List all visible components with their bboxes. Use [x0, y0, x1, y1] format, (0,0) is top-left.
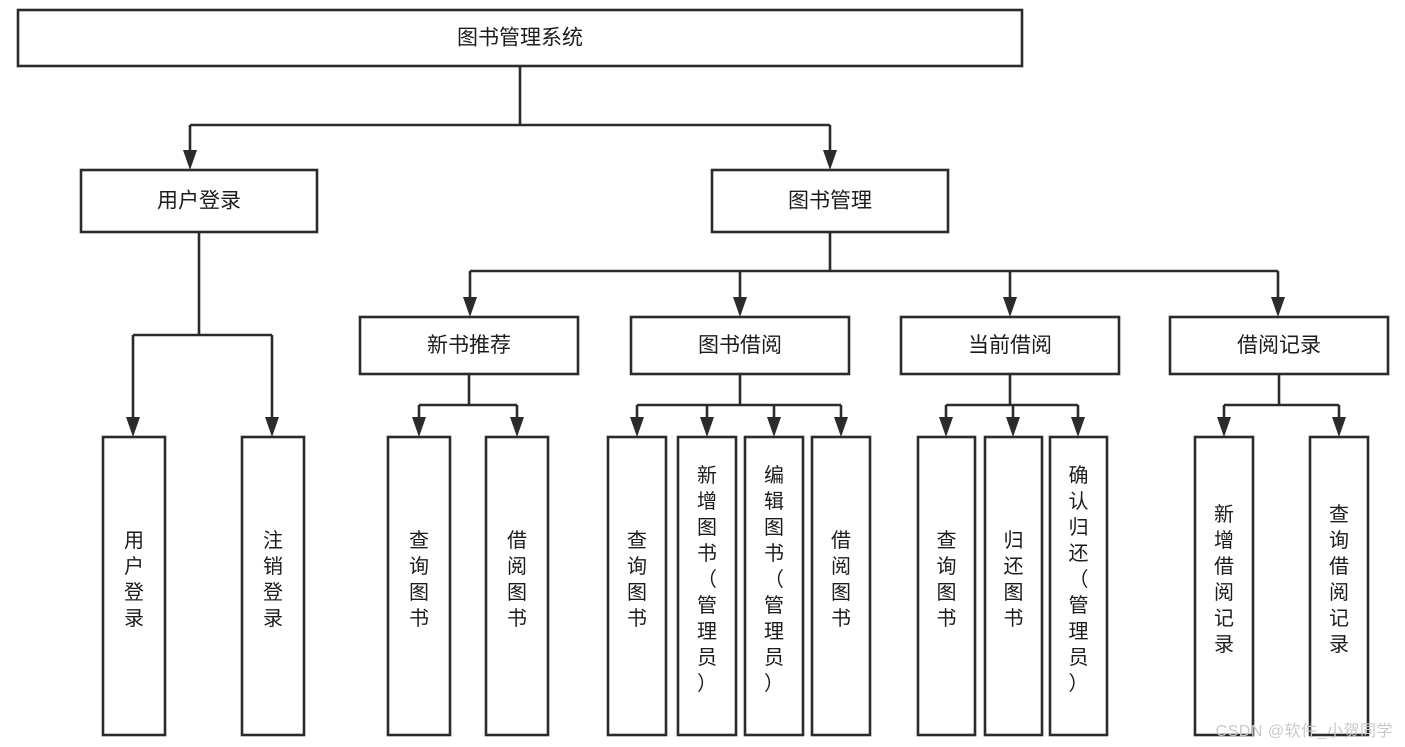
node-box[interactable]: [358, 315, 580, 376]
node-box[interactable]: [810, 435, 872, 737]
node-label: 注销登录: [263, 529, 283, 630]
node-box[interactable]: [16, 8, 1024, 68]
node-leaf-query-books-current[interactable]: 查询图书: [916, 435, 977, 737]
node-box[interactable]: [710, 168, 950, 234]
node-label: 查询借阅记录: [1329, 503, 1349, 656]
node-leaf-borrow-books-recommend[interactable]: 借阅图书: [484, 435, 550, 737]
arrowhead-icon: [1071, 417, 1085, 437]
node-label: 查询图书: [409, 529, 429, 630]
arrowhead-icon: [1217, 417, 1231, 437]
node-current-borrow[interactable]: 当前借阅: [899, 315, 1121, 376]
node-label: 确认归还（管理员）: [1069, 464, 1089, 695]
node-user-login[interactable]: 用户登录: [79, 168, 319, 234]
node-label: 用户登录: [124, 530, 144, 630]
node-label: 借阅图书: [831, 529, 851, 630]
node-leaf-edit-book[interactable]: 编辑图书（管理员）: [743, 435, 805, 737]
node-new-book-recommend[interactable]: 新书推荐: [358, 315, 580, 376]
arrowhead-icon: [767, 417, 781, 437]
node-borrow-records[interactable]: 借阅记录: [1168, 315, 1390, 376]
arrowhead-icon: [834, 417, 848, 437]
arrowhead-icon: [183, 150, 197, 170]
node-root[interactable]: 图书管理系统: [16, 8, 1024, 68]
node-leaf-user-login[interactable]: 用户登录: [101, 435, 167, 737]
node-box[interactable]: [916, 435, 977, 737]
arrowhead-icon: [939, 417, 953, 437]
arrowhead-icon: [463, 297, 477, 317]
node-label: 查询图书: [937, 529, 957, 630]
node-label: 归还图书: [1004, 529, 1024, 630]
node-box[interactable]: [1048, 435, 1109, 737]
node-leaf-confirm-return[interactable]: 确认归还（管理员）: [1048, 435, 1109, 737]
node-book-management[interactable]: 图书管理: [710, 168, 950, 234]
node-leaf-borrow-book[interactable]: 借阅图书: [810, 435, 872, 737]
arrowheads-layer: [126, 150, 1346, 437]
node-box[interactable]: [743, 435, 805, 737]
node-label: 新增图书（管理员）: [697, 464, 717, 695]
node-label: 编辑图书（管理员）: [764, 464, 784, 695]
node-leaf-return-book[interactable]: 归还图书: [983, 435, 1044, 737]
node-box[interactable]: [983, 435, 1044, 737]
arrowhead-icon: [265, 417, 279, 437]
node-book-borrow[interactable]: 图书借阅: [629, 315, 851, 376]
node-label: 借阅记录: [1237, 334, 1321, 357]
node-box[interactable]: [101, 435, 167, 737]
arrowhead-icon: [1006, 417, 1020, 437]
node-leaf-query-borrow-record[interactable]: 查询借阅记录: [1308, 435, 1370, 737]
node-label: 图书管理系统: [457, 27, 583, 50]
node-label: 当前借阅: [968, 334, 1052, 357]
node-label: 借阅图书: [507, 529, 527, 630]
node-leaf-query-books-borrow[interactable]: 查询图书: [606, 435, 668, 737]
node-label: 新增借阅记录: [1214, 503, 1234, 656]
node-label: 新书推荐: [427, 334, 511, 357]
nodes-layer: 图书管理系统用户登录图书管理新书推荐图书借阅当前借阅借阅记录用户登录注销登录查询…: [16, 8, 1390, 737]
arrowhead-icon: [1332, 417, 1346, 437]
connectors-layer: [131, 66, 1341, 418]
node-box[interactable]: [1308, 435, 1370, 737]
node-box[interactable]: [1168, 315, 1390, 376]
arrowhead-icon: [126, 417, 140, 437]
arrowhead-icon: [412, 417, 426, 437]
arrowhead-icon: [700, 417, 714, 437]
node-label: 图书借阅: [698, 334, 782, 357]
arrowhead-icon: [1271, 297, 1285, 317]
arrowhead-icon: [733, 297, 747, 317]
csdn-watermark: CSDN @软件_小贺同学: [1215, 723, 1393, 740]
node-box[interactable]: [79, 168, 319, 234]
node-box[interactable]: [484, 435, 550, 737]
node-box[interactable]: [899, 315, 1121, 376]
node-box[interactable]: [676, 435, 738, 737]
node-box[interactable]: [240, 435, 306, 737]
node-box[interactable]: [386, 435, 452, 737]
node-label: 图书管理: [788, 190, 872, 213]
node-leaf-logout[interactable]: 注销登录: [240, 435, 306, 737]
arrowhead-icon: [630, 417, 644, 437]
node-box[interactable]: [629, 315, 851, 376]
node-leaf-add-book[interactable]: 新增图书（管理员）: [676, 435, 738, 737]
arrowhead-icon: [1003, 297, 1017, 317]
node-label: 查询图书: [627, 529, 647, 630]
node-label: 用户登录: [157, 190, 241, 213]
node-leaf-add-borrow-record[interactable]: 新增借阅记录: [1193, 435, 1255, 737]
arrowhead-icon: [823, 150, 837, 170]
node-leaf-query-books-recommend[interactable]: 查询图书: [386, 435, 452, 737]
arrowhead-icon: [510, 417, 524, 437]
node-box[interactable]: [1193, 435, 1255, 737]
node-box[interactable]: [606, 435, 668, 737]
